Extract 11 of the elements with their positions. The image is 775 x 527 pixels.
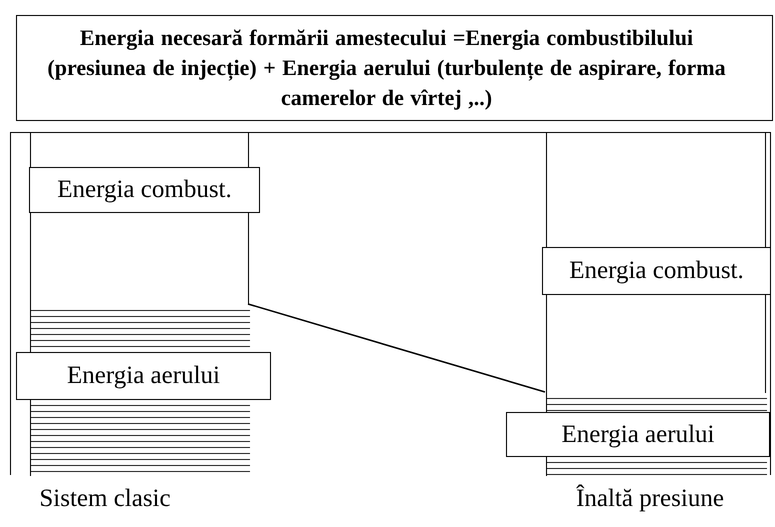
- column-caption: Înaltă presiune: [575, 485, 725, 513]
- hatched-segment: [547, 393, 767, 412]
- chart-frame: [10, 132, 771, 475]
- text-box: Energia necesară formării amestecului =Energia combustibilului (presiunea de injecție) + Energia aerului (turbulențe de aspirare, forma camerelor de vîrtej ,..): [16, 15, 773, 121]
- label-box: Energia aerului: [16, 352, 271, 400]
- label-box: Energia aerului: [506, 412, 770, 457]
- column-caption: Sistem clasic: [38, 485, 172, 513]
- label-box: Energia combust.: [29, 167, 260, 213]
- connector-line: [248, 303, 546, 393]
- hatched-segment: [547, 457, 767, 476]
- label-box: Energia combust.: [542, 247, 771, 295]
